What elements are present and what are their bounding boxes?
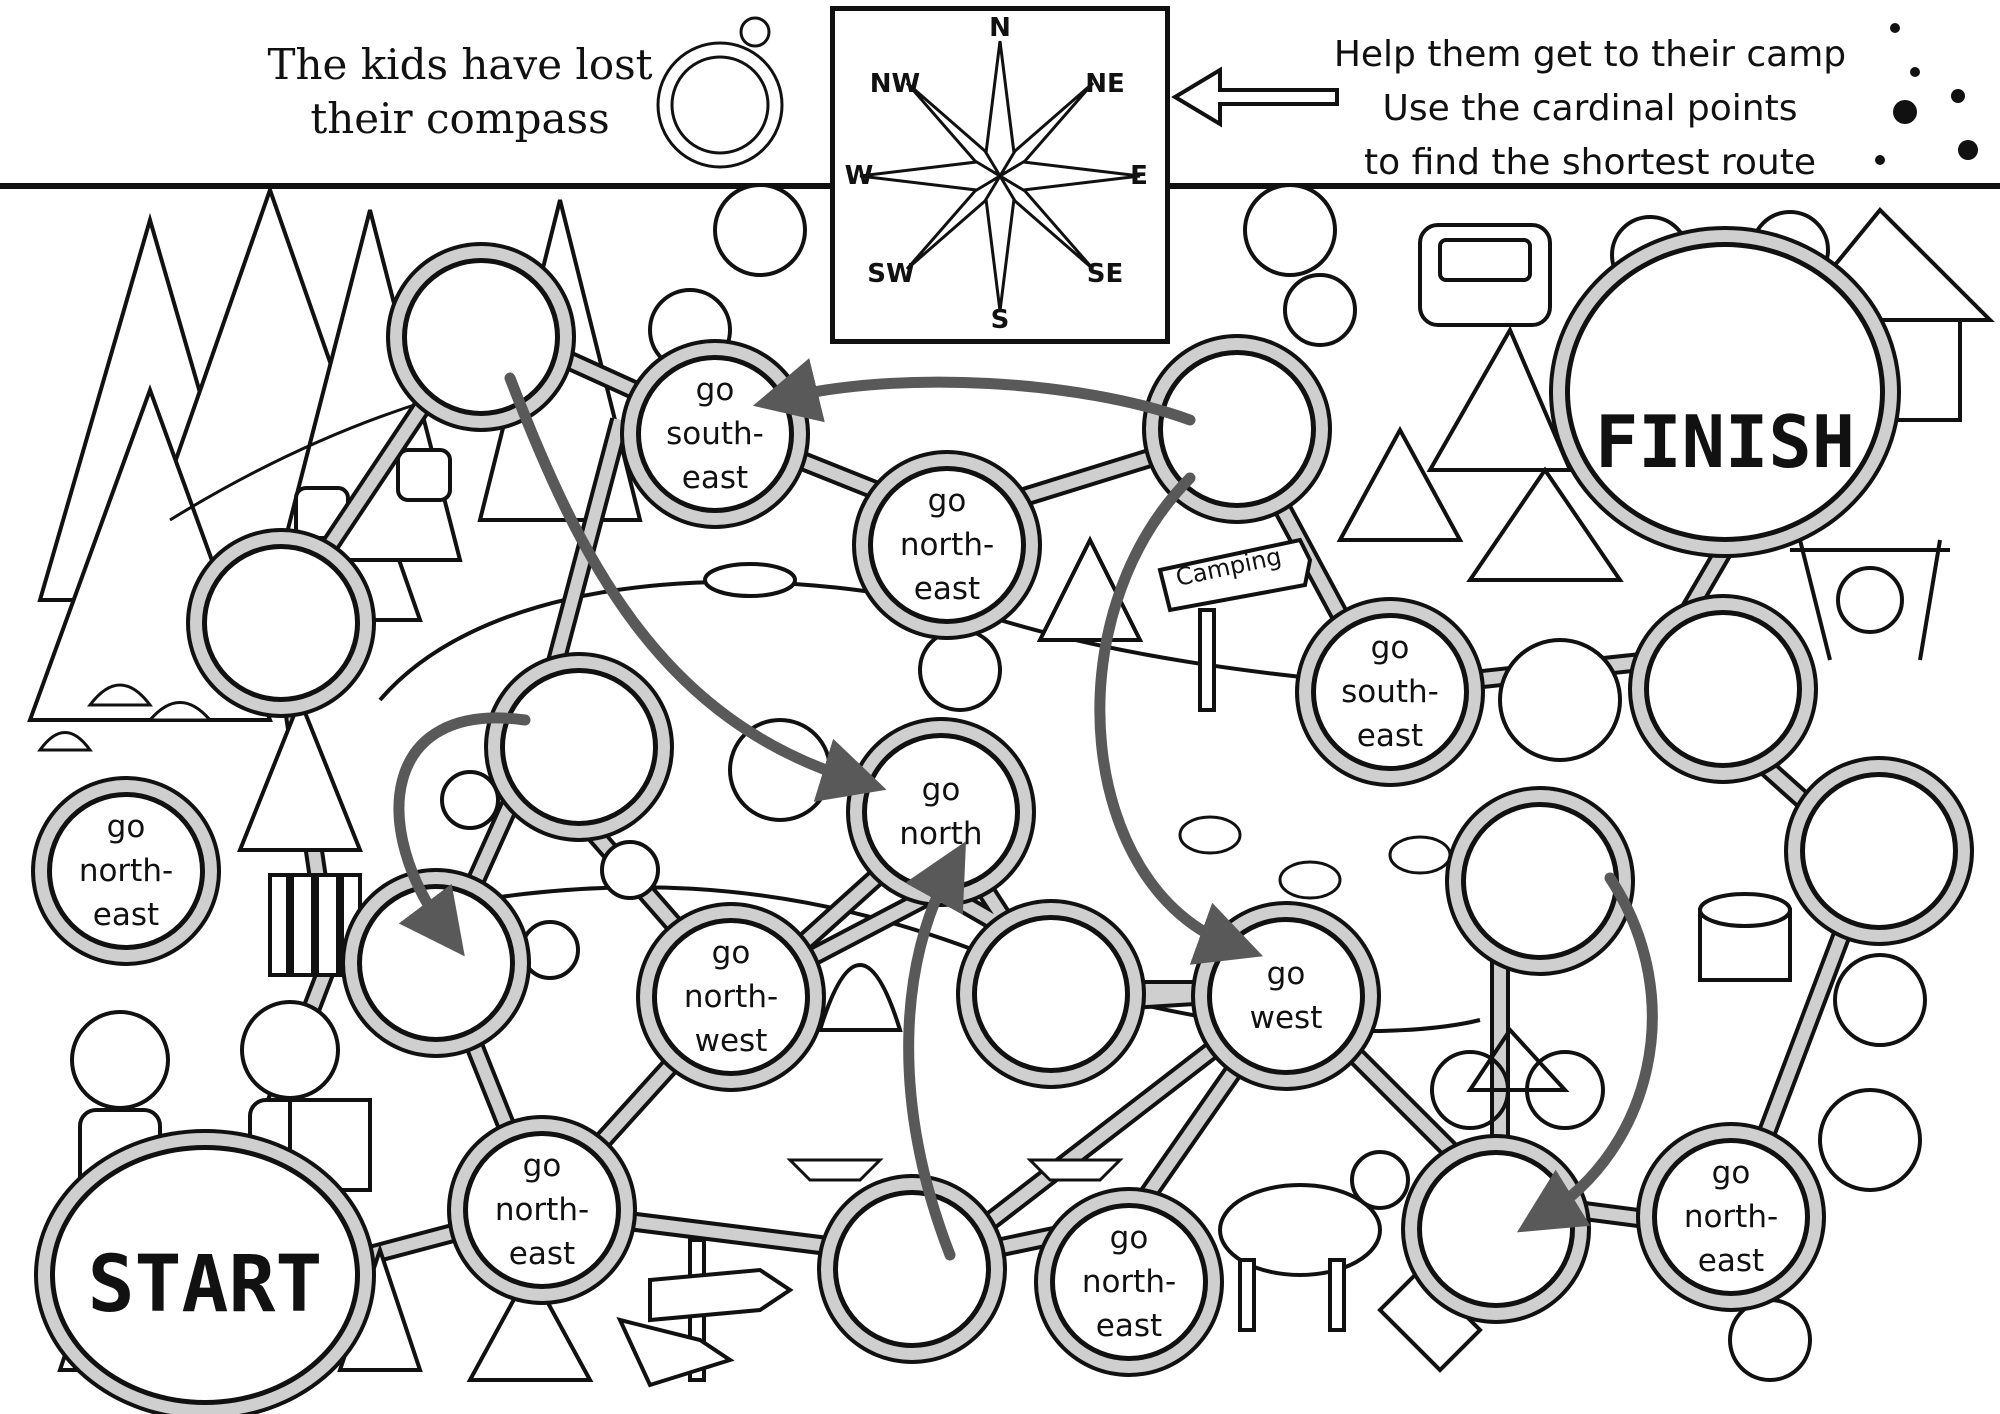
instructions: Help them get to their camp Use the card…	[1310, 28, 1870, 190]
maze-node-go-north-east[interactable]: go north- east	[463, 1131, 621, 1289]
maze-node-empty[interactable]	[1644, 610, 1802, 768]
intro-line-2: their compass	[310, 94, 610, 143]
maze-node-go-north-east[interactable]: go north- east	[868, 466, 1026, 624]
maze-node-go-north-east[interactable]: go north- east	[1652, 1138, 1810, 1296]
compass-rose: N NE E SE S SW W NW	[830, 6, 1170, 344]
bridge-right	[1377, 1267, 1483, 1373]
stump	[1698, 892, 1792, 982]
intro-text: The kids have lost their compass	[240, 38, 680, 146]
instruction-line-1: Help them get to their camp	[1333, 34, 1847, 75]
maze-node-empty[interactable]	[402, 258, 560, 416]
dots	[1875, 23, 1978, 165]
compass-se: SE	[1086, 259, 1124, 289]
maze-node-empty[interactable]	[202, 544, 360, 702]
finish-label: FINISH	[1594, 400, 1856, 484]
fish	[1178, 815, 1452, 900]
compass-s: S	[990, 305, 1010, 335]
compass-nw: NW	[869, 69, 921, 99]
maze-node-empty[interactable]	[1461, 802, 1619, 960]
maze-node-empty[interactable]	[500, 668, 658, 826]
compass-sketch	[656, 16, 784, 169]
finish-node[interactable]	[1565, 242, 1885, 542]
mushrooms	[37, 683, 214, 752]
maze-node-go-south-east[interactable]: go south- east	[1311, 613, 1469, 771]
compass-star-icon	[859, 40, 1141, 312]
maze-node-go-west[interactable]: go west	[1207, 917, 1365, 1075]
start-label: START	[87, 1240, 323, 1330]
maze-node-empty[interactable]	[357, 884, 515, 1042]
instruction-line-2: Use the cardinal points	[1382, 88, 1798, 129]
maze-node-empty[interactable]	[1800, 772, 1958, 930]
maze-node-empty[interactable]	[972, 915, 1130, 1073]
boats	[786, 1158, 1124, 1182]
left-arrow	[1171, 66, 1339, 128]
kayak	[703, 562, 797, 598]
bridge-left	[268, 873, 362, 977]
maze-node-empty[interactable]	[1158, 350, 1316, 508]
maze-node-empty[interactable]	[1417, 1150, 1575, 1308]
wooden-sign	[616, 1238, 794, 1388]
start-node[interactable]	[50, 1145, 360, 1405]
car	[1418, 223, 1552, 327]
bicycle	[1430, 1026, 1605, 1130]
intro-line-1: The kids have lost	[267, 40, 653, 89]
compass-w: W	[844, 161, 874, 191]
campfire	[1790, 539, 1950, 661]
maze-node-go-north-east[interactable]: go north- east	[1050, 1203, 1208, 1361]
compass-n: N	[989, 13, 1011, 43]
compass-ne: NE	[1085, 69, 1125, 99]
instruction-line-3: to find the shortest route	[1364, 142, 1816, 183]
compass-e: E	[1130, 161, 1148, 191]
tents	[1336, 325, 1624, 582]
maze-node-go-north-east[interactable]: go north- east	[47, 792, 205, 950]
maze-node-empty[interactable]	[833, 1190, 991, 1348]
maze-node-go-north[interactable]: go north	[862, 733, 1020, 891]
maze-node-go-north-west[interactable]: go north- west	[652, 918, 810, 1076]
haystack	[817, 963, 903, 1032]
maze-node-go-south-east[interactable]: go south- east	[636, 355, 794, 513]
moose	[1218, 1150, 1410, 1332]
compass-sw: SW	[867, 259, 915, 289]
